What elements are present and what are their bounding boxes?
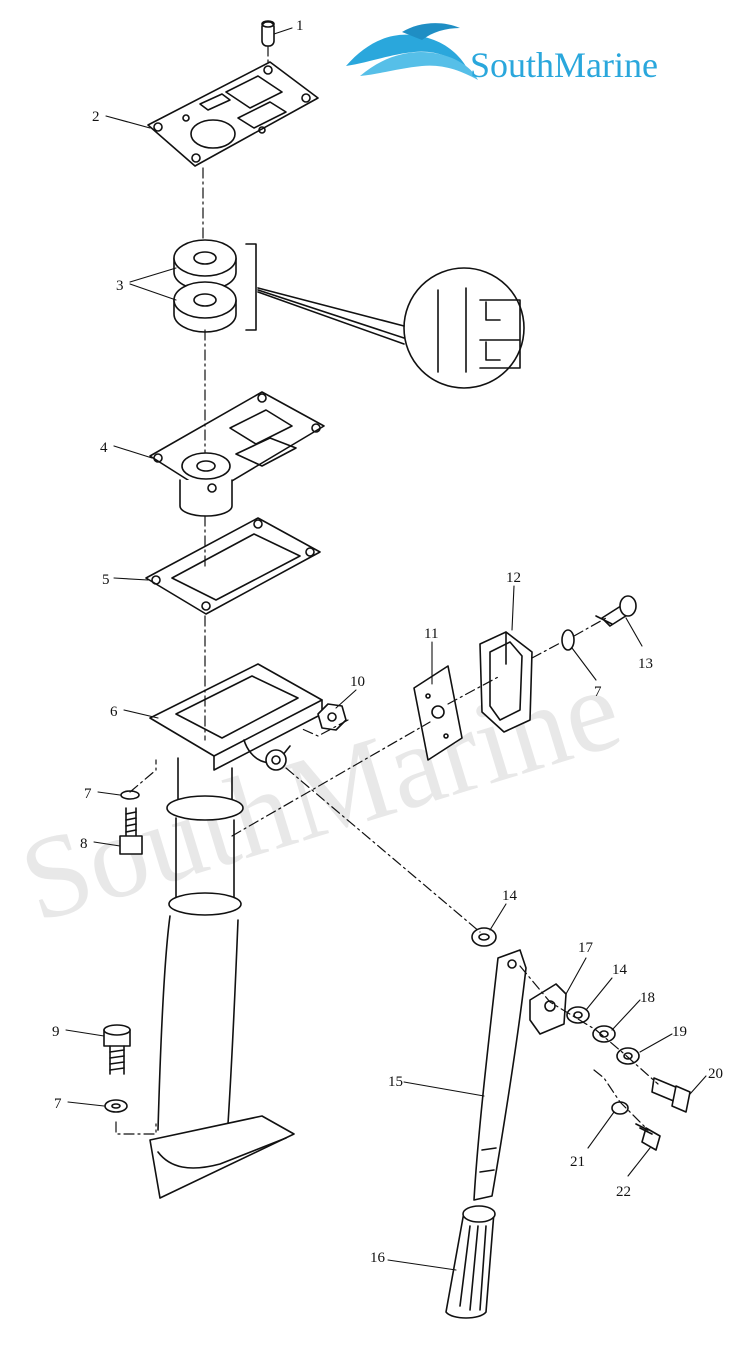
assembly-centerlines — [115, 45, 659, 1135]
part-6-bracket-housing — [149, 663, 323, 1199]
callout-7-lower-left: 7 — [54, 1096, 62, 1112]
callout-15: 15 — [388, 1074, 403, 1090]
callout-16: 16 — [370, 1250, 386, 1266]
part-21-22-fasteners — [611, 1101, 661, 1151]
callout-21: 21 — [570, 1154, 585, 1170]
callout-12: 12 — [506, 570, 521, 586]
part-9-bolt — [103, 1024, 131, 1075]
part-18-19-washers — [592, 1025, 640, 1065]
part-15-tiller-arm — [473, 949, 527, 1201]
part-16-handle-grip — [445, 1205, 496, 1319]
part-12-clamp-bracket — [479, 631, 533, 733]
callout-8: 8 — [80, 836, 88, 852]
brand-wave-logo-icon — [346, 23, 478, 80]
callout-2: 2 — [92, 109, 100, 125]
part-4-mount-plate — [149, 391, 325, 517]
callout-19: 19 — [672, 1024, 687, 1040]
callout-10: 10 — [350, 674, 365, 690]
callout-11: 11 — [424, 626, 438, 642]
part-13-screw — [595, 595, 637, 627]
callout-4: 4 — [100, 440, 108, 456]
callout-7-upper-left: 7 — [84, 786, 92, 802]
callout-14-lower: 14 — [612, 962, 628, 978]
callout-7-right: 7 — [594, 684, 602, 700]
callout-20: 20 — [708, 1066, 723, 1082]
leader-lines — [65, 27, 707, 1271]
callout-9: 9 — [52, 1024, 60, 1040]
callout-22: 22 — [616, 1184, 631, 1200]
detail-inset-bushing-section — [257, 267, 525, 389]
callout-13: 13 — [638, 656, 653, 672]
callout-1: 1 — [296, 18, 304, 34]
callout-6: 6 — [110, 704, 118, 720]
part-5-gasket — [145, 517, 321, 615]
callout-5: 5 — [102, 572, 110, 588]
callout-14-upper: 14 — [502, 888, 518, 904]
part-1-pin — [261, 20, 275, 47]
part-11-friction-plate — [413, 665, 463, 761]
callout-3: 3 — [116, 278, 124, 294]
part-3-bushings — [173, 239, 257, 333]
callout-17: 17 — [578, 940, 594, 956]
part-10-nut — [317, 703, 347, 731]
part-2-gasket-plate — [147, 61, 319, 167]
part-8-screw — [119, 807, 143, 855]
part-7-washers — [104, 629, 575, 1113]
brand-name: SouthMarine — [470, 45, 658, 85]
part-14-washers — [471, 927, 590, 1024]
callout-18: 18 — [640, 990, 655, 1006]
part-17-stop-plate — [529, 983, 567, 1035]
